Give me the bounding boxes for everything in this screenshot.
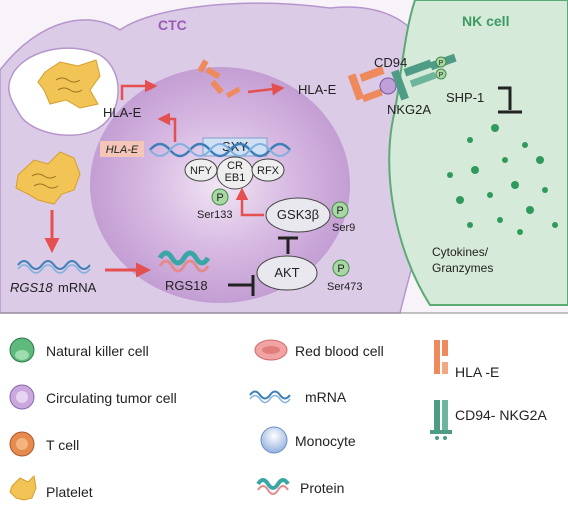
gsk3b-phospho	[331, 201, 349, 219]
ser9-label: Ser9	[332, 222, 355, 234]
legend-mrna: mRNA	[305, 389, 347, 405]
shp1-phospho-bottom	[435, 68, 447, 80]
ctc-nucleus	[90, 67, 350, 303]
ser133-label: Ser133	[197, 209, 232, 221]
hlae-cd94-complex	[347, 53, 457, 103]
legend-icon-mrna	[249, 390, 291, 404]
cd94-label: CD94	[374, 55, 407, 70]
arrow-hlae-to-vesicle	[120, 79, 158, 100]
legend-icon-t-cell	[9, 431, 35, 457]
rgs18-protein-label: RGS18	[165, 278, 208, 293]
gsk3b-label: GSK3β	[277, 207, 319, 222]
legend-icon-hlae	[434, 340, 448, 374]
nfy-label: NFY	[190, 165, 213, 177]
hlae-protein-label: HLA-E	[103, 105, 142, 120]
hlae-surface-label: HLA-E	[298, 82, 337, 97]
akt-node	[256, 255, 318, 291]
legend-icon-nk-cell	[9, 337, 35, 363]
creb1-label-bottom: EB1	[225, 172, 246, 184]
rfx-node	[251, 158, 285, 182]
legend-icon-monocyte	[260, 426, 288, 454]
rgs18-protein	[157, 250, 211, 273]
legend: Natural killer cell Circulating tumor ce…	[9, 337, 547, 501]
dna-helix	[149, 142, 291, 158]
mrna-label: mRNA	[58, 280, 97, 295]
hlae-vesicle-molecules	[197, 59, 241, 99]
hlae-gene-label: HLA-E	[106, 144, 139, 156]
akt-phospho-label: P	[337, 263, 344, 275]
inhibit-rgs18-akt	[228, 275, 255, 296]
rfx-label: RFX	[257, 165, 280, 177]
cytotoxic-granules	[447, 124, 558, 235]
legend-cd94-nkg2a: CD94- NKG2A	[455, 407, 547, 423]
arrow-gsk3b-to-creb1	[235, 187, 264, 217]
legend-icon-ctc	[9, 384, 35, 410]
creb1-phospho	[211, 188, 229, 206]
hlae-gene-box	[100, 141, 144, 157]
ser473-label: Ser473	[327, 281, 362, 293]
shp1-phospho-top-label: P	[439, 60, 444, 67]
legend-hlae: HLA -E	[455, 364, 499, 380]
rgs18-gene-label: RGS18	[10, 280, 53, 295]
cytokines-label: Cytokines/	[432, 245, 489, 259]
shp1-phospho-bottom-label: P	[439, 72, 444, 79]
legend-nk-cell: Natural killer cell	[46, 343, 149, 359]
legend-rbc: Red blood cell	[295, 343, 384, 359]
rgs18-mrna-strand	[17, 260, 91, 274]
nk-cell-label: NK cell	[462, 13, 509, 29]
legend-platelet: Platelet	[46, 484, 93, 500]
platelet-free	[15, 151, 81, 205]
ctc-label: CTC	[158, 17, 187, 33]
legend-protein: Protein	[300, 480, 344, 496]
legend-monocyte: Monocyte	[295, 433, 356, 449]
legend-icon-cd94-nkg2a	[430, 400, 452, 440]
arrow-vesicle-to-surface	[247, 82, 285, 96]
legend-t-cell: T cell	[46, 437, 79, 453]
gsk3b-phospho-label: P	[336, 205, 343, 217]
granzymes-label: Granzymes	[432, 261, 493, 275]
gsk3b-node	[265, 197, 331, 233]
legend-icon-protein	[256, 478, 290, 495]
creb1-phospho-label: P	[216, 192, 223, 204]
nkg2a-label: NKG2A	[387, 102, 431, 117]
platelet-engulfed	[37, 59, 101, 109]
creb1-label-top: CR	[227, 160, 243, 172]
legend-ctc: Circulating tumor cell	[46, 390, 177, 406]
nk-cell-body	[388, 0, 568, 306]
arrow-gene-to-hlae	[157, 112, 177, 142]
akt-label: AKT	[274, 265, 299, 280]
shp1-phospho-top	[435, 56, 447, 68]
inhibit-akt-gsk3b	[278, 236, 298, 254]
legend-icon-rbc	[254, 339, 288, 361]
akt-phospho	[332, 259, 350, 277]
inhibit-shp1	[498, 86, 522, 114]
legend-icon-platelet	[9, 474, 37, 501]
shp1-label: SHP-1	[446, 90, 484, 105]
